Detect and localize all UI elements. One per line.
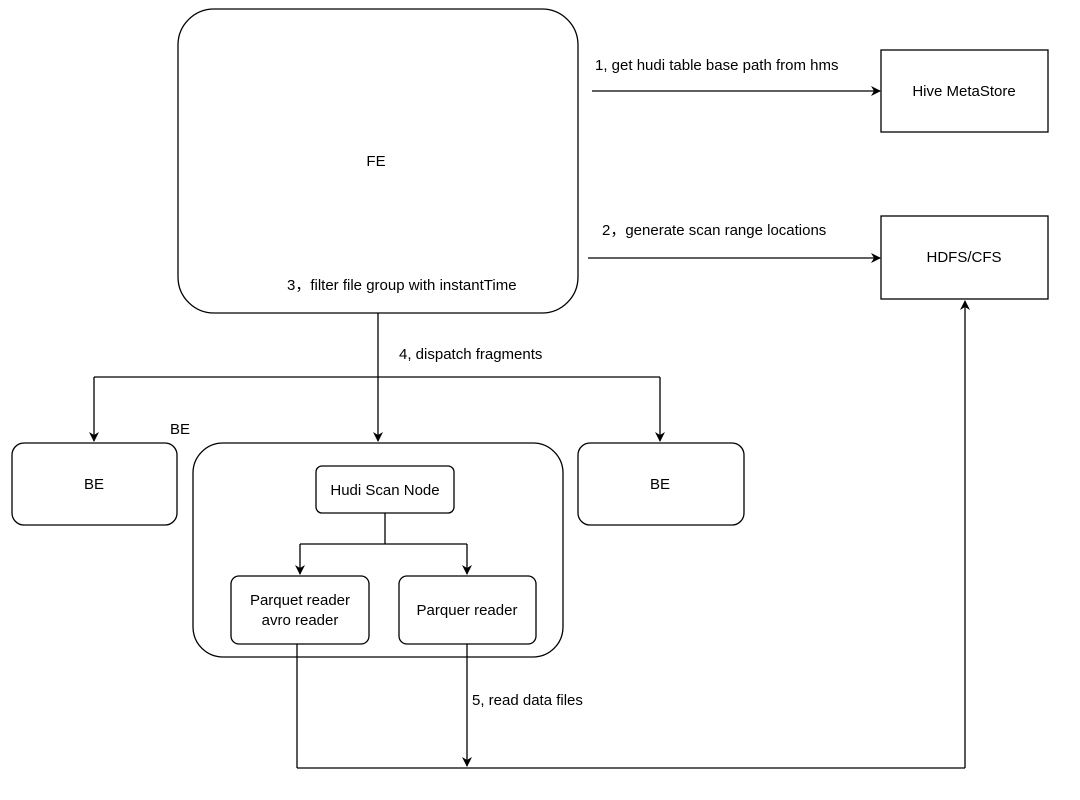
edge-step5-label: 5, read data files (472, 692, 583, 709)
be-center-caption: BE (170, 421, 190, 438)
edge-step1-label: 1, get hudi table base path from hms (595, 57, 838, 74)
fe-label: FE (366, 153, 385, 170)
parquer-reader-label: Parquer reader (417, 602, 518, 619)
hive-metastore-label: Hive MetaStore (912, 83, 1015, 100)
be-right-node: BE (577, 442, 745, 526)
be-left-node: BE (11, 442, 178, 526)
hdfs-cfs-node: HDFS/CFS (880, 215, 1049, 300)
parquer-reader-node: Parquer reader (398, 575, 537, 645)
edge-step3-label: 3，filter file group with instantTime (287, 277, 517, 294)
edge-step2-label: 2，generate scan range locations (602, 222, 826, 239)
hudi-scan-node-label: Hudi Scan Node (330, 482, 439, 499)
hdfs-cfs-label: HDFS/CFS (927, 249, 1002, 266)
be-left-label: BE (84, 476, 104, 493)
fe-node: FE (177, 8, 579, 314)
hudi-scan-node: Hudi Scan Node (315, 465, 455, 514)
edge-step4-label: 4, dispatch fragments (399, 346, 542, 363)
hive-metastore-node: Hive MetaStore (880, 49, 1049, 133)
parquet-avro-reader-node: Parquet reader avro reader (230, 575, 370, 645)
parquet-reader-label: Parquet reader (250, 592, 350, 609)
avro-reader-label: avro reader (262, 612, 339, 629)
be-right-label: BE (650, 476, 670, 493)
